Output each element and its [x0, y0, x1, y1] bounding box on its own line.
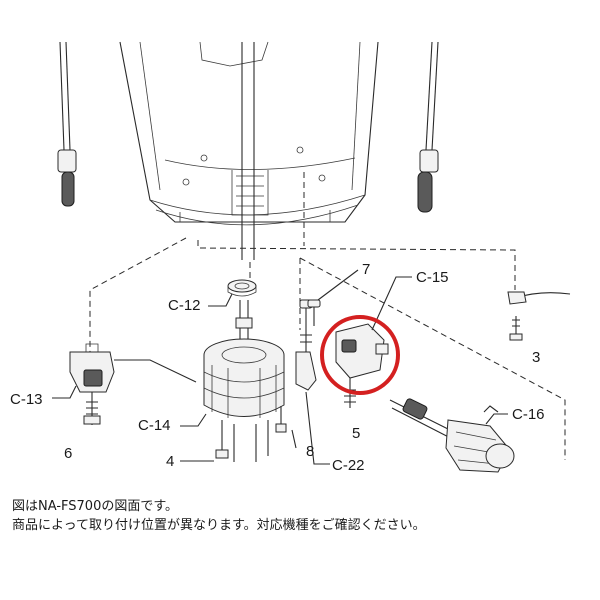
washer-tub: [119, 41, 379, 260]
label-c15: C-15: [416, 269, 449, 286]
exploded-parts-diagram: C-12 C-13 6 C-14 4: [10, 41, 571, 474]
label-c16: C-16: [512, 406, 545, 423]
label-n8: 8: [306, 443, 314, 460]
part-c15-switch: C-15 5: [335, 269, 449, 442]
part-8-bracket: 8: [291, 299, 317, 460]
label-c13: C-13: [10, 391, 43, 408]
caption-line-2: 商品によって取り付け位置が異なります。対応機種をご確認ください。: [12, 518, 426, 533]
part-c14-motor: C-14 4: [138, 300, 287, 470]
label-n7: 7: [362, 261, 370, 278]
label-c22: C-22: [332, 457, 365, 474]
caption: 図はNA-FS700の図面です。 商品によって取り付け位置が異なります。対応機種…: [12, 497, 592, 535]
caption-line-1: 図はNA-FS700の図面です。: [12, 499, 179, 514]
part-c16-hose: C-16: [389, 398, 545, 473]
highlight-ring-c15: [320, 315, 400, 395]
part-c13-clamp: C-13 6: [10, 343, 197, 462]
part-7-screw: 7: [307, 261, 370, 326]
label-n6: 6: [64, 445, 72, 462]
part-c12-grommet: C-12: [168, 279, 257, 314]
label-n5: 5: [352, 425, 360, 442]
left-suspension-rod: [57, 41, 77, 207]
assembly-leader-lines: [89, 172, 566, 460]
part-3-ground-wire: 3: [507, 291, 571, 366]
label-c14: C-14: [138, 417, 171, 434]
label-n3: 3: [532, 349, 540, 366]
right-suspension-rod: [417, 41, 439, 213]
label-n4: 4: [166, 453, 174, 470]
part-c22: C-22: [305, 391, 365, 474]
label-c12: C-12: [168, 297, 201, 314]
